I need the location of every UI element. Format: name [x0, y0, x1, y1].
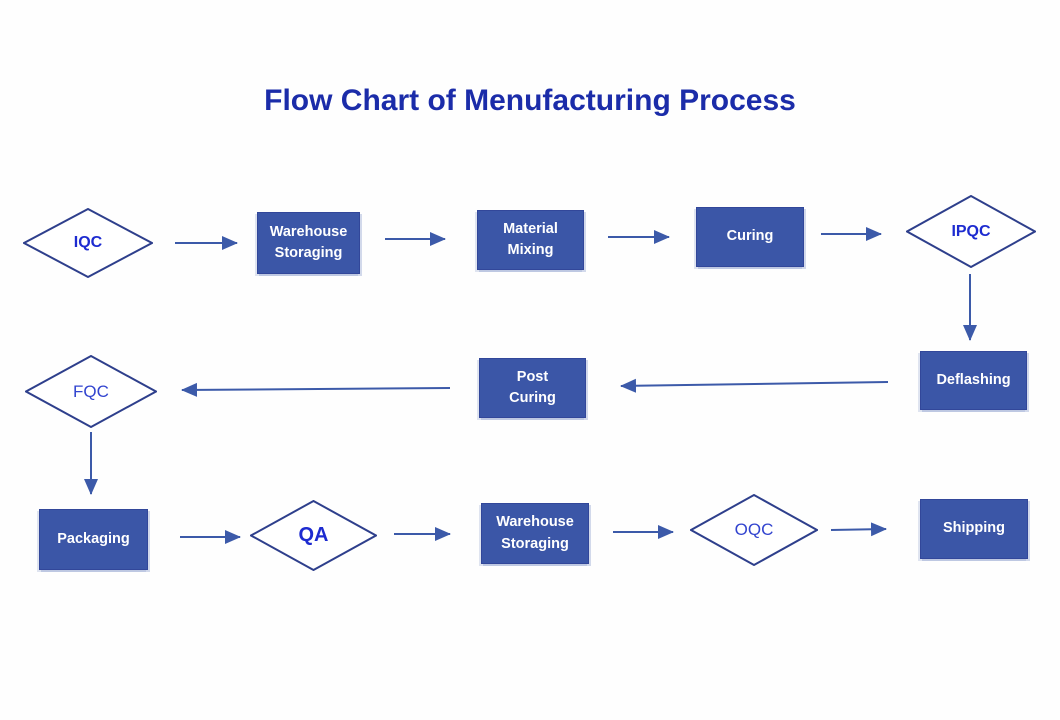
- flow-node-material-mixing: Material Mixing: [477, 210, 584, 270]
- flow-node-iqc: IQC: [23, 208, 153, 278]
- flow-node-material-mixing-label: Material Mixing: [503, 220, 558, 258]
- flow-node-qa: QA: [250, 500, 377, 571]
- flow-node-warehouse-storaging-1-label: Warehouse Storaging: [269, 223, 348, 261]
- flow-node-curing: Curing: [696, 207, 804, 267]
- flow-node-deflashing-label: Deflashing: [936, 371, 1011, 388]
- flow-node-ipqc-label: IPQC: [951, 222, 991, 240]
- flow-node-ipqc: IPQC: [906, 195, 1036, 268]
- flow-node-oqc: OQC: [690, 494, 818, 566]
- flow-node-curing-label: Curing: [726, 228, 774, 245]
- flow-node-warehouse-storaging-1: Warehouse Storaging: [257, 212, 360, 274]
- edge-deflashing-postcuring: [620, 378, 889, 393]
- edge-oqc-shipping: [830, 522, 887, 537]
- flow-node-oqc-label: OQC: [734, 520, 774, 539]
- flow-node-deflashing: Deflashing: [920, 351, 1027, 410]
- flow-node-qa-label: QA: [298, 524, 329, 546]
- flow-node-post-curing: Post Curing: [479, 358, 586, 418]
- flow-node-packaging-label: Packaging: [57, 530, 130, 547]
- page-title: Flow Chart of Menufacturing Process: [264, 84, 796, 117]
- flow-node-shipping-label: Shipping: [942, 520, 1005, 537]
- flow-node-warehouse-storaging-2-label: Warehouse Storaging: [496, 514, 574, 552]
- flow-node-packaging: Packaging: [39, 509, 148, 570]
- flow-node-post-curing-label: Post Curing: [509, 368, 556, 406]
- flow-node-iqc-label: IQC: [73, 234, 103, 251]
- flow-node-warehouse-storaging-2: Warehouse Storaging: [481, 503, 589, 564]
- flow-node-fqc-label: FQC: [73, 381, 109, 401]
- edge-postcuring-fqc: [181, 382, 451, 397]
- flow-node-shipping: Shipping: [920, 499, 1028, 559]
- flow-node-fqc: FQC: [25, 355, 157, 428]
